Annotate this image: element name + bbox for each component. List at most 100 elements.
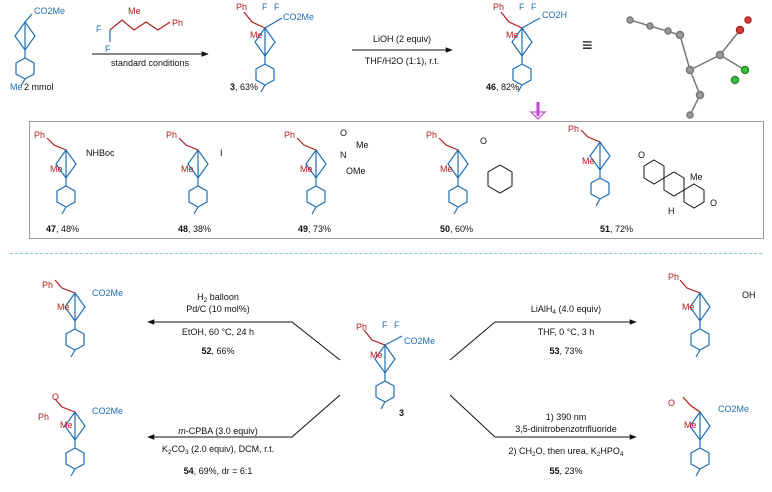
center-3-structure xyxy=(363,329,403,410)
xray-structure xyxy=(626,16,752,119)
product-55-structure xyxy=(682,396,711,477)
d49-yield: , 73% xyxy=(308,224,332,234)
start-material-bcb xyxy=(14,13,36,87)
p46-ph-label: Ph xyxy=(493,2,505,12)
d51-yield: , 72% xyxy=(610,224,634,234)
d50-yield: , 60% xyxy=(450,224,474,234)
c3-id: 3 xyxy=(399,408,405,418)
d51-me-label: Me xyxy=(582,156,595,166)
reagent-f2-label: F xyxy=(96,24,102,34)
d47-caption: 47, 48% xyxy=(46,224,79,235)
d49-caption: 49, 73% xyxy=(298,224,331,235)
t53-line2: THF, 0 °C, 3 h xyxy=(537,327,595,337)
derivative-51-structure xyxy=(580,129,705,209)
p52-co2me-label: CO2Me xyxy=(92,288,124,298)
d47-yield: , 48% xyxy=(56,224,80,234)
d49-ome-label: OMe xyxy=(346,166,366,176)
arrow-to-55 xyxy=(449,394,637,440)
start-scale-label: 2 mmol xyxy=(24,82,54,92)
product-54-structure xyxy=(54,398,86,477)
t55-caption: 55, 23% xyxy=(549,466,582,477)
t53-id: 53 xyxy=(549,346,560,356)
p3-ph-label: Ph xyxy=(236,2,248,12)
p53-oh-label: OH xyxy=(742,290,756,300)
d48-caption: 48, 38% xyxy=(178,224,211,235)
t54-line2: K2CO3 (2.0 equiv), DCM, r.t. xyxy=(161,444,275,456)
p3-f-label-1: F xyxy=(262,2,268,12)
d49-me-label: Me xyxy=(300,164,313,174)
t55-id: 55 xyxy=(549,466,560,476)
derivative-48-structure xyxy=(178,137,209,215)
t52-line1: H2 balloon xyxy=(197,292,239,304)
d51-steroid-me: Me xyxy=(690,172,703,182)
p3-f-label-2: F xyxy=(274,2,280,12)
c3-co2me-label: CO2Me xyxy=(404,336,436,346)
t52-line3: EtOH, 60 °C, 24 h xyxy=(181,327,255,337)
d51-steroid-h: H xyxy=(668,206,675,216)
t54-caption: 54, 69%, dr = 6:1 xyxy=(184,466,253,477)
p52-ph-label: Ph xyxy=(42,280,54,290)
derivative-49-structure xyxy=(296,137,327,215)
c3-me-label: Me xyxy=(370,350,383,360)
start-me-label: Me xyxy=(10,82,23,92)
d50-caption: 50, 60% xyxy=(440,224,473,235)
p3-co2me-label: CO2Me xyxy=(283,12,315,22)
derivative-47-structure xyxy=(46,137,77,215)
d50-o-label: O xyxy=(480,136,488,146)
p54-co2me-label: CO2Me xyxy=(92,406,124,416)
product-46-structure xyxy=(500,11,541,93)
reagent-ph-label: Ph xyxy=(172,18,184,28)
derivatives-box xyxy=(29,121,764,239)
d48-yield: , 38% xyxy=(188,224,212,234)
t53-caption: 53, 73% xyxy=(549,346,582,357)
t52-line2: Pd/C (10 mol%) xyxy=(186,304,250,314)
diene-reagent xyxy=(109,19,171,42)
d51-ketone-o: O xyxy=(710,198,718,208)
p55-co2me-label: CO2Me xyxy=(718,404,750,414)
p46-yield: , 82% xyxy=(496,82,520,92)
d49-o-label: O xyxy=(340,128,348,138)
d49-id: 49 xyxy=(298,224,309,234)
p46-caption: 46, 82% xyxy=(486,82,519,93)
p3-me-label: Me xyxy=(250,30,263,40)
d47-id: 47 xyxy=(46,224,57,234)
d49-me-n-label: Me xyxy=(356,140,369,150)
d50-ph-label: Ph xyxy=(426,130,438,140)
product-3-structure xyxy=(243,11,283,93)
p46-f-label-1: F xyxy=(519,2,525,12)
t54-line1: m-CPBA (3.0 equiv) xyxy=(178,426,258,436)
p53-me-label: Me xyxy=(682,302,695,312)
t52-yield: , 66% xyxy=(211,346,235,356)
d50-me-label: Me xyxy=(440,164,453,174)
c3-ph-label: Ph xyxy=(356,322,368,332)
p46-me-label: Me xyxy=(506,30,519,40)
p46-id: 46 xyxy=(486,82,497,92)
p55-me-label: Me xyxy=(684,420,697,430)
t55-line1: 1) 390 nm xyxy=(545,412,587,422)
d48-group: I xyxy=(220,148,223,158)
p3-caption: 3, 63% xyxy=(230,82,258,93)
t52-caption: 52, 66% xyxy=(201,346,234,357)
p54-ph-label: Ph xyxy=(38,412,50,422)
t54-id: 54 xyxy=(183,466,194,476)
t54-yield: , 69%, dr = 6:1 xyxy=(193,466,253,476)
reagent-f1-label: F xyxy=(105,44,111,54)
d51-caption: 51, 72% xyxy=(600,224,633,235)
reagent-me-label: Me xyxy=(128,6,141,16)
d51-id: 51 xyxy=(600,224,611,234)
t55-yield: , 23% xyxy=(559,466,583,476)
p54-o-label: O xyxy=(52,392,60,402)
p52-me-label: Me xyxy=(57,302,70,312)
c3-f-label-2: F xyxy=(394,320,400,330)
step2-reagent: LiOH (2 equiv) xyxy=(372,34,432,44)
d49-n-label: N xyxy=(340,150,347,160)
product-53-structure xyxy=(679,279,711,358)
p55-o-label: O xyxy=(668,398,676,408)
d48-ph-label: Ph xyxy=(166,130,178,140)
step1-conditions: standard conditions xyxy=(110,58,190,68)
t55-line2: 3,5-dinitrobenzotrifluoride xyxy=(515,424,617,434)
equivalence-symbol: ≡ xyxy=(582,35,593,55)
step2-solvent: THF/H2O (1:1), r.t. xyxy=(364,56,440,66)
d51-ph-label: Ph xyxy=(568,124,580,134)
d50-id: 50 xyxy=(440,224,451,234)
